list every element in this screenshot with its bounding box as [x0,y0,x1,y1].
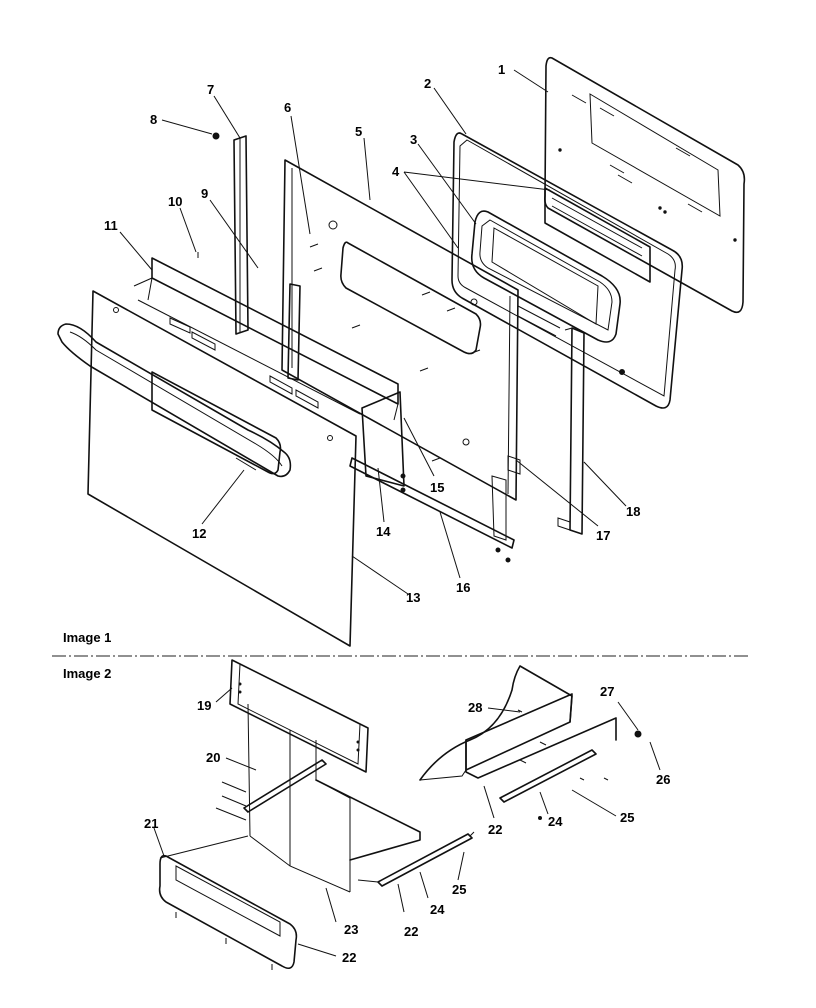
image1-leaders [119,69,627,595]
part-door-handle [57,323,292,478]
callout-24-left-rail: 24 [430,902,445,917]
part-glass-pack [544,187,651,283]
callout-21: 21 [144,816,158,831]
callout-24-right-rail: 24 [548,814,563,829]
part-inner-door-liner [544,56,746,314]
callout-5: 5 [355,124,362,139]
callout-26: 26 [656,772,670,787]
part-left-slide-rail [243,759,327,813]
callout-3: 3 [410,132,417,147]
callout-4: 4 [392,164,400,179]
part-left-hinge-channel [233,135,249,335]
part-door-side-panel [361,391,405,487]
fasteners [212,132,625,563]
callout-13: 13 [406,590,420,605]
callout-22-slide-assembly: 22 [488,822,502,837]
part-vent-trim [133,252,399,421]
callout-22-drawer-front: 22 [342,950,356,965]
callout-1: 1 [498,62,505,77]
image1-caption: Image 1 [63,630,111,645]
callout-7: 7 [207,82,214,97]
image2-caption: Image 2 [63,666,111,681]
callout-9: 9 [201,186,208,201]
part-left-spacer-channel [287,283,301,381]
callout-18: 18 [626,504,640,519]
callout-28: 28 [468,700,482,715]
callout-17: 17 [596,528,610,543]
part-drawer-back [229,659,369,773]
callout-25-right-rail: 25 [620,810,634,825]
callout-12: 12 [192,526,206,541]
part-drawer-slide-assembly [419,665,642,820]
callout-10: 10 [168,194,182,209]
callout-11: 11 [104,218,118,233]
part-drawer-bottom [249,835,351,893]
image1-door-assembly: 1 2 3 4 5 6 7 8 9 10 11 12 13 14 15 16 1… [57,56,746,647]
callout-15: 15 [430,480,444,495]
part-bottom-rail [349,457,515,549]
callout-16: 16 [456,580,470,595]
part-right-hinge-channel [557,327,585,535]
callout-20: 20 [206,750,220,765]
callout-23: 23 [344,922,358,937]
part-right-slide-rail [357,831,475,887]
image2-drawer-assembly: 19 20 21 22 23 24 25 22 24 25 22 26 27 2… [144,659,670,970]
callout-19: 19 [197,698,211,713]
callout-6: 6 [284,100,291,115]
callout-14: 14 [376,524,391,539]
callout-8: 8 [150,112,157,127]
part-door-gasket [451,132,684,409]
image2-callouts: 19 20 21 22 23 24 25 22 24 25 22 26 27 2… [144,684,670,965]
callout-27: 27 [600,684,614,699]
part-outer-door-panel [87,290,361,647]
callout-25-left-rail: 25 [452,882,466,897]
part-drawer-front [158,854,298,970]
part-drawer-body [159,703,421,892]
part-inner-door-panel [281,159,561,541]
image2-leaders [153,687,661,957]
callout-2: 2 [424,76,431,91]
part-window-frame [470,210,621,343]
callout-22-drawer-side: 22 [404,924,418,939]
image1-callouts: 1 2 3 4 5 6 7 8 9 10 11 12 13 14 15 16 1… [104,62,640,605]
